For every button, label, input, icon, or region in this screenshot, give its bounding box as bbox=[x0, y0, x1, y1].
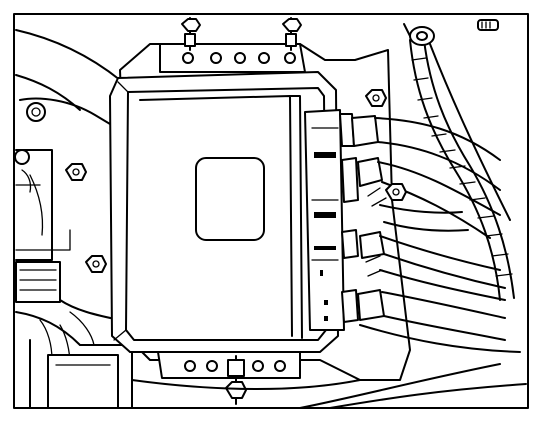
lower-nut bbox=[225, 355, 247, 405]
clip-fastener bbox=[477, 19, 499, 31]
lower-body-panel bbox=[131, 363, 527, 409]
ecu-connector-block bbox=[304, 109, 359, 331]
upper-left-nut bbox=[181, 17, 201, 51]
top-right-grommet bbox=[403, 19, 511, 221]
wiring-harness bbox=[351, 115, 521, 353]
ecu-housing bbox=[109, 71, 339, 353]
upper-right-nut bbox=[282, 17, 302, 51]
harness-sleeve bbox=[409, 39, 515, 301]
stud-upper-right bbox=[365, 89, 387, 107]
left-body-panel bbox=[14, 29, 121, 261]
stud-middle-right bbox=[385, 183, 407, 201]
figure-border bbox=[13, 13, 529, 409]
stud-left-upper bbox=[65, 163, 87, 181]
upper-mounting-tab bbox=[159, 43, 306, 73]
stud-left-lower bbox=[85, 255, 107, 273]
ecu-label-panel bbox=[195, 157, 265, 241]
